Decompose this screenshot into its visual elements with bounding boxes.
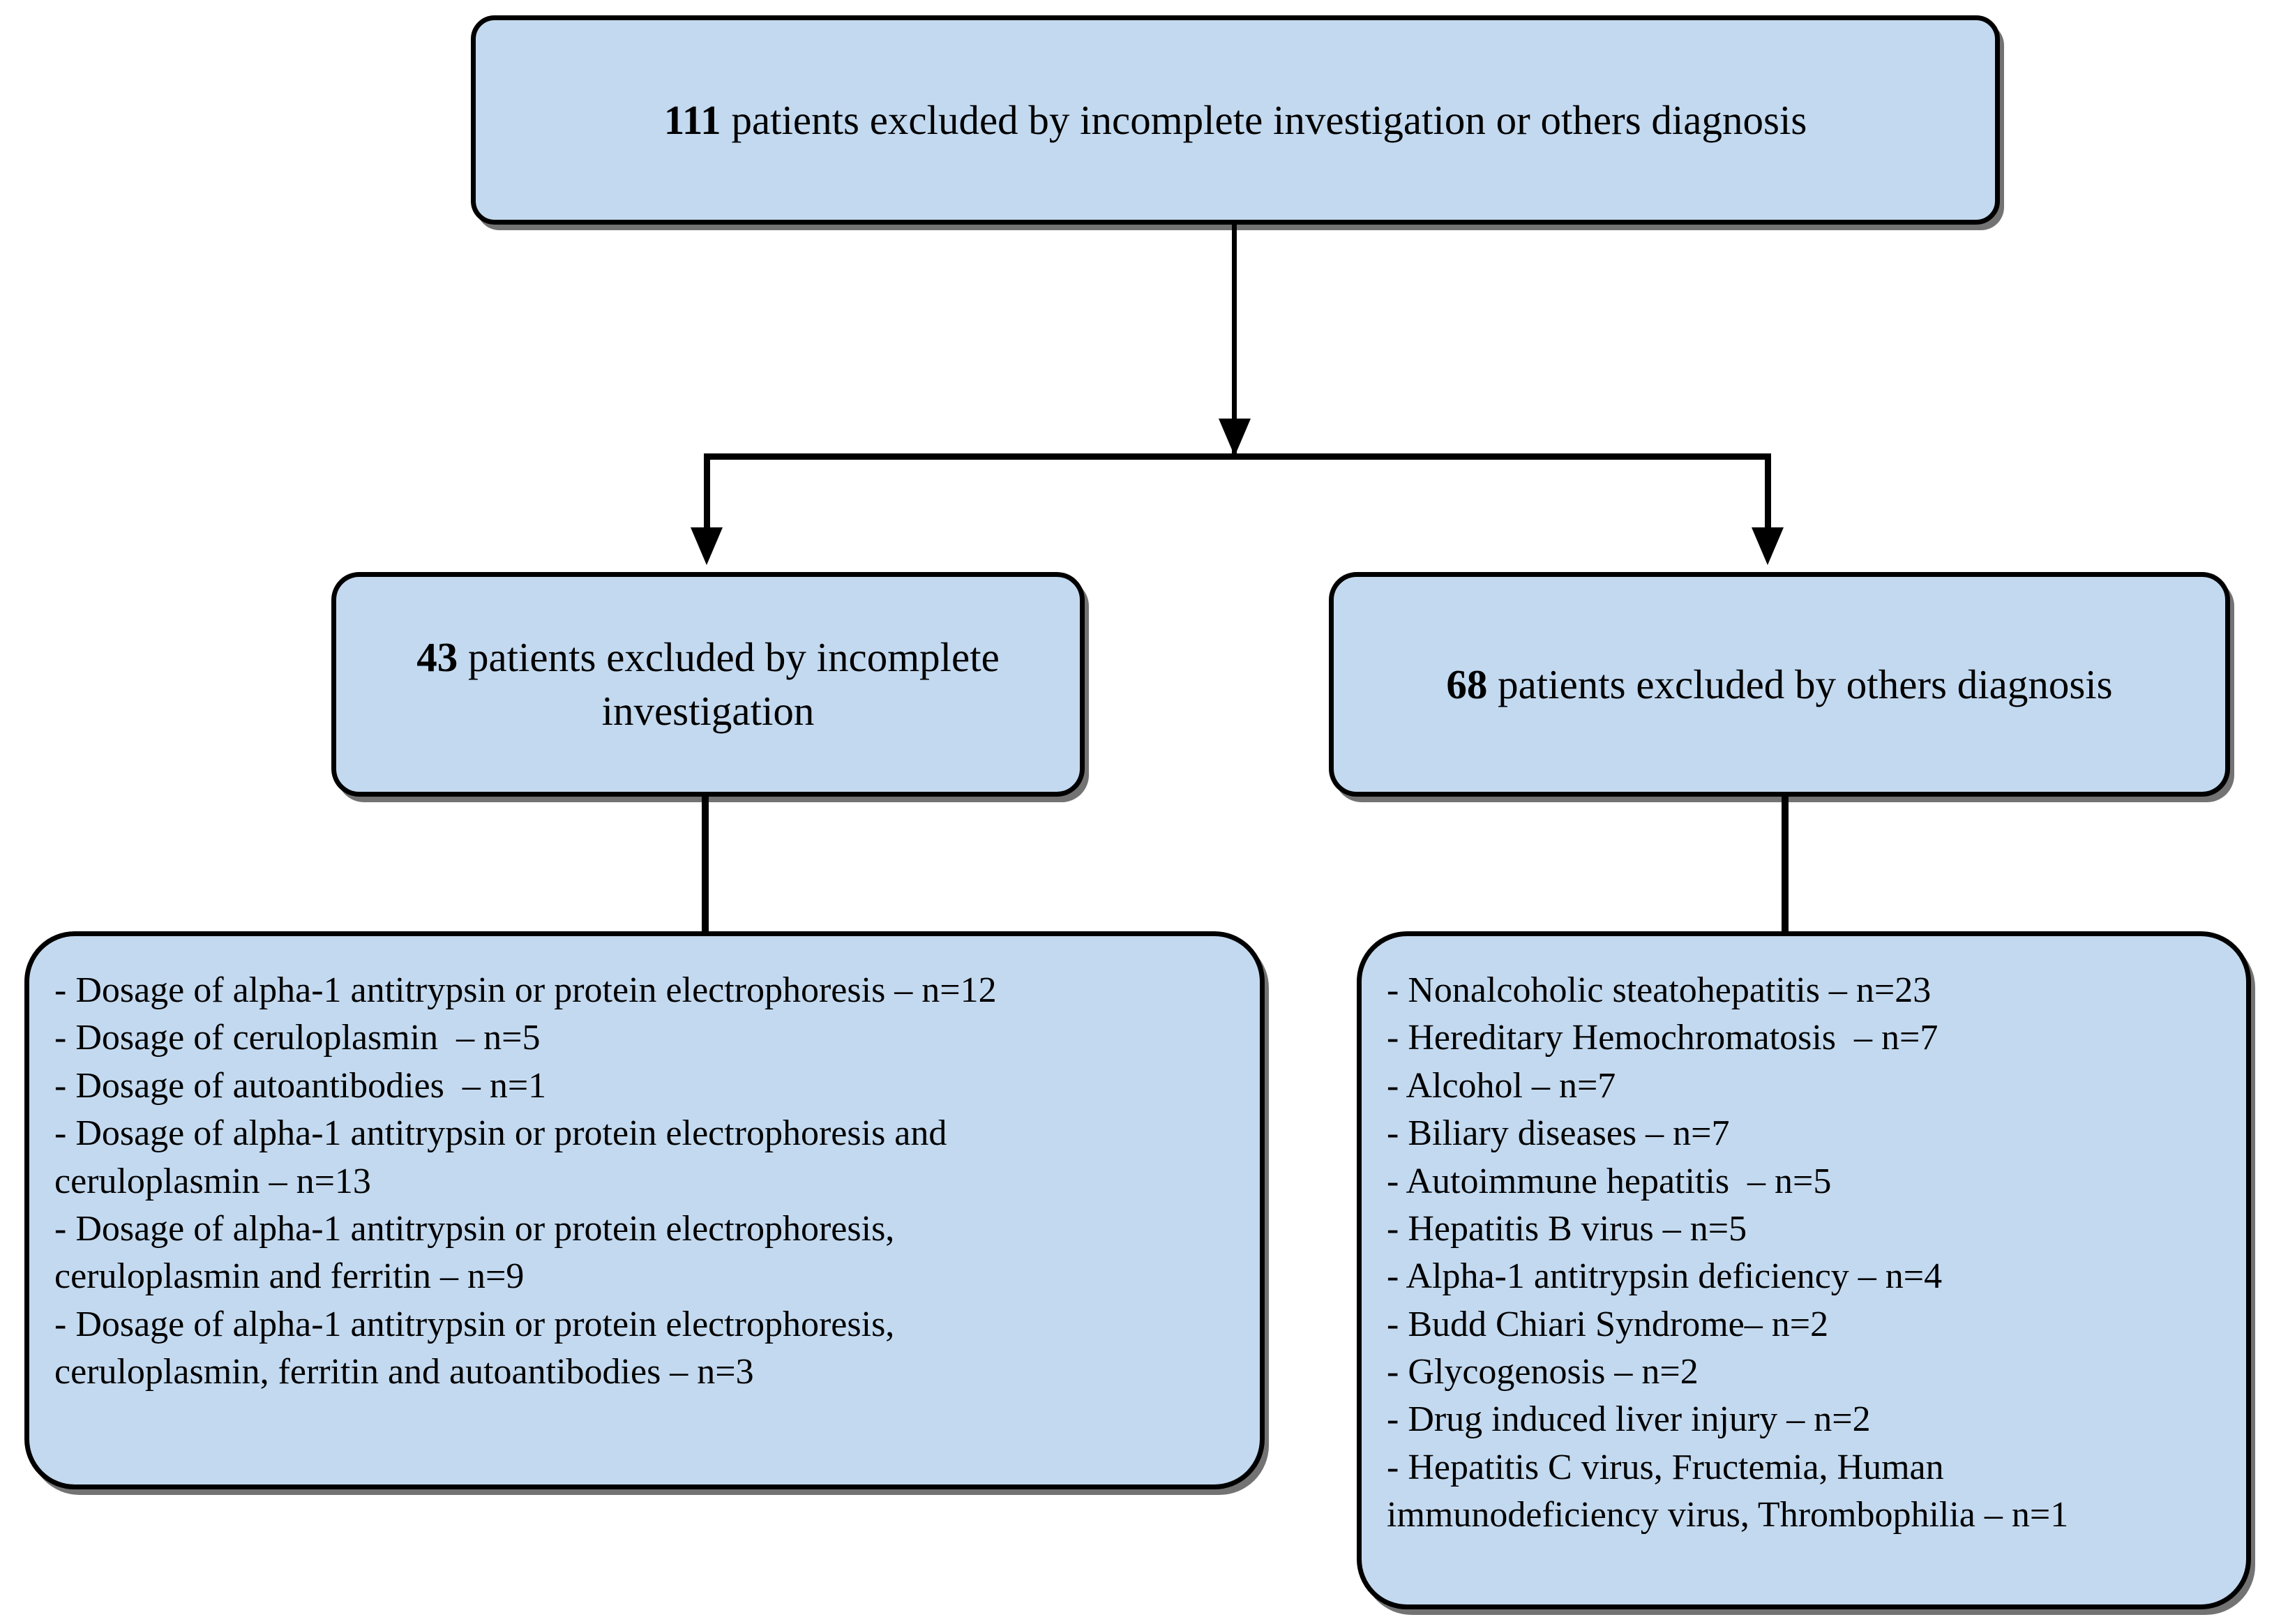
- node-others-diagnosis: 68 patients excluded by others diagnosis: [1329, 572, 2230, 797]
- node-incomplete-investigation-count: 43: [416, 634, 458, 681]
- connector-trunk-line: [1232, 225, 1237, 456]
- list-item: - Alpha-1 antitrypsin deficiency – n=4: [1387, 1256, 1943, 1297]
- list-item: - Dosage of ceruloplasmin – n=5: [54, 1018, 541, 1058]
- node-others-diagnosis-count: 68: [1446, 661, 1488, 707]
- node-total-excluded-text: 111 patients excluded by incomplete inve…: [632, 93, 1839, 147]
- list-item: - Alcohol – n=7: [1387, 1065, 1616, 1106]
- list-item: - Hepatitis B virus – n=5: [1387, 1208, 1747, 1249]
- node-total-excluded: 111 patients excluded by incomplete inve…: [471, 15, 2000, 225]
- list-item: - Budd Chiari Syndrome– n=2: [1387, 1304, 1829, 1344]
- node-total-excluded-count: 111: [663, 96, 721, 143]
- arrowhead-branch-left-icon: [691, 527, 723, 565]
- connector-right-detail-line: [1782, 797, 1789, 933]
- list-item: - Hereditary Hemochromatosis – n=7: [1387, 1018, 1939, 1058]
- node-incomplete-investigation-text: 43 patients excluded by incomplete inves…: [336, 631, 1080, 737]
- list-item: - Nonalcoholic steatohepatitis – n=23: [1387, 970, 1932, 1010]
- node-incomplete-investigation-details: - Dosage of alpha-1 antitrypsin or prote…: [24, 931, 1265, 1489]
- list-item: - Autoimmune hepatitis – n=5: [1387, 1161, 1832, 1201]
- list-item: - Dosage of alpha-1 antitrypsin or prote…: [54, 1113, 947, 1201]
- node-incomplete-investigation: 43 patients excluded by incomplete inves…: [331, 572, 1085, 797]
- node-others-diagnosis-text: 68 patients excluded by others diagnosis: [1414, 658, 2144, 712]
- node-others-diagnosis-label: patients excluded by others diagnosis: [1487, 661, 2113, 707]
- list-item: - Glycogenosis – n=2: [1387, 1352, 1699, 1392]
- node-total-excluded-label: patients excluded by incomplete investig…: [721, 96, 1807, 143]
- connector-branch-left-line: [704, 453, 710, 537]
- node-incomplete-investigation-label: patients excluded by incomplete investig…: [458, 634, 1000, 734]
- arrowhead-branch-right-icon: [1752, 527, 1784, 565]
- connector-left-detail-line: [702, 797, 709, 933]
- connector-split-bar: [704, 453, 1771, 460]
- node-others-diagnosis-details: - Nonalcoholic steatohepatitis – n=23 - H…: [1357, 931, 2251, 1609]
- connector-branch-right-line: [1765, 453, 1771, 537]
- list-item: - Drug induced liver injury – n=2: [1387, 1399, 1871, 1440]
- others-diagnosis-list: - Nonalcoholic steatohepatitis – n=23 - H…: [1362, 936, 2246, 1540]
- list-item: - Dosage of alpha-1 antitrypsin or prote…: [54, 1304, 895, 1392]
- list-item: - Dosage of alpha-1 antitrypsin or prote…: [54, 1208, 895, 1297]
- list-item: - Biliary diseases – n=7: [1387, 1113, 1730, 1154]
- list-item: - Dosage of autoantibodies – n=1: [54, 1065, 547, 1106]
- arrowhead-trunk-icon: [1219, 419, 1251, 456]
- list-item: - Hepatitis C virus, Fructemia, Human im…: [1387, 1447, 2069, 1535]
- list-item: - Dosage of alpha-1 antitrypsin or prote…: [54, 970, 997, 1010]
- incomplete-investigation-list: - Dosage of alpha-1 antitrypsin or prote…: [29, 936, 1260, 1396]
